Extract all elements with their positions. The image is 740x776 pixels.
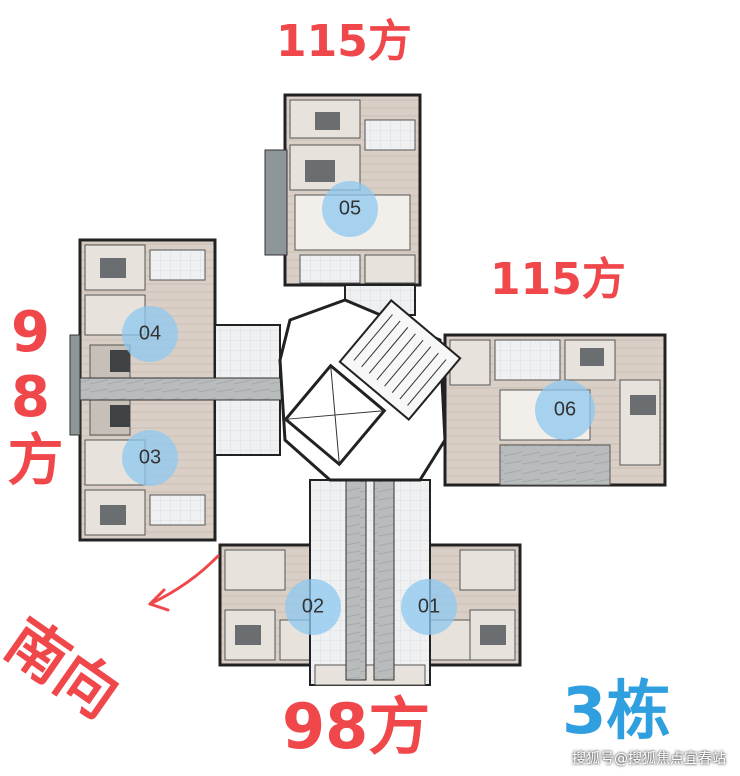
wing-left (69, 238, 281, 542)
unit-number-01: 01 (417, 595, 441, 618)
label-left-area: 98方 (0, 300, 63, 486)
left-corridor (79, 377, 296, 401)
label-bottom-area: 98方 (282, 690, 431, 763)
watermark: 搜狐号@搜狐焦点宜春站 (572, 751, 726, 767)
label-right-area: 115方 (490, 254, 626, 305)
unit-number-03: 03 (138, 446, 162, 469)
label-building: 3栋 (562, 675, 671, 749)
wing-bottom (218, 479, 522, 686)
unit-number-05: 05 (338, 197, 362, 220)
central-core (278, 298, 462, 482)
unit-number-06: 06 (553, 398, 577, 421)
bottom-corridor-left (345, 479, 367, 681)
unit-circles (122, 181, 595, 635)
unit-number-02: 02 (301, 595, 325, 618)
bottom-corridor-right (373, 479, 395, 681)
unit-number-04: 04 (138, 322, 162, 345)
wing-right (443, 333, 667, 487)
label-top-area: 115方 (276, 16, 412, 67)
south-arrow-icon (148, 554, 220, 612)
